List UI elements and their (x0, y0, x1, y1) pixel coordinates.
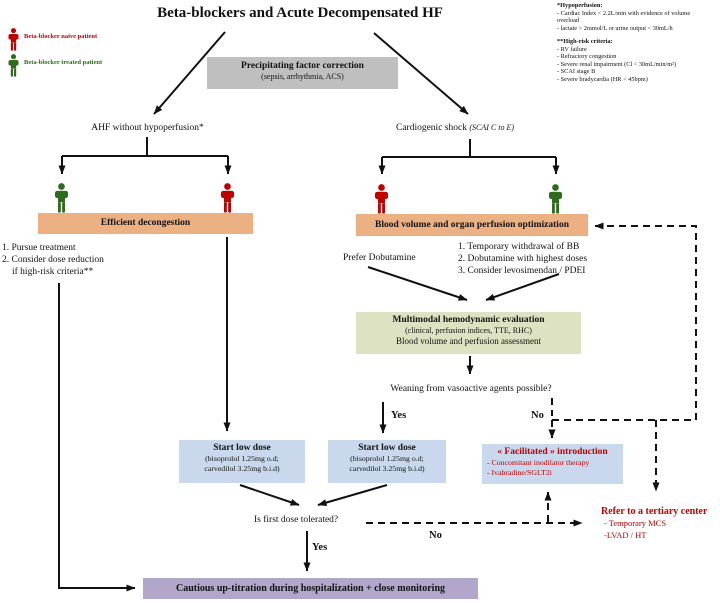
shock-label-text: Cardiogenic shock (395, 123, 467, 133)
efficient-decongestion-box: Efficient decongestion (38, 213, 253, 234)
tolerated-yes-label: Yes (312, 542, 328, 553)
facilitated-introduction-box: « Facilitated » introduction - Concomita… (482, 444, 623, 484)
refer-line: - Temporary MCS (604, 518, 667, 528)
precipitating-factor-box: Precipitating factor correction (sepsis,… (207, 57, 398, 89)
withdrawal-line: 2. Dobutamine with highest doses (458, 254, 588, 264)
legend-naive-patient-icon (8, 28, 19, 51)
facilitated-title: « Facilitated » introduction (497, 447, 608, 457)
facilitated-line: - Ivabradine/SGLT2i (487, 467, 552, 477)
arrow-title-to-shock (373, 32, 469, 115)
hypoperfusion-note-title: *Hypoperfusion: (557, 2, 603, 9)
dashed-connectors (366, 222, 697, 527)
start-low-dose-line: carvedilol 3.25mg b.i.d) (349, 463, 425, 473)
prefer-dobutamine-label: Prefer Dobutamine (343, 253, 416, 263)
naive-patient-icon-left (221, 183, 234, 213)
arrow-prefer-to-hemo (367, 266, 468, 301)
pursue-treatment-list: 1. Pursue treatment 2. Consider dose red… (2, 242, 104, 278)
ahf-branch-label: AHF without hypoperfusion* (91, 123, 204, 133)
high-risk-note-line: - RV failure (557, 45, 587, 53)
naive-patient-icon-right (375, 184, 388, 214)
bb-withdrawal-list: 1. Temporary withdrawal of BB 2. Dobutam… (458, 241, 587, 277)
high-risk-note-line: - Severe bradycardia (HR < 45bpm) (557, 75, 648, 83)
footnotes-block: *Hypoperfusion: - Cardiac Index < 2.2L/m… (557, 2, 712, 83)
withdrawal-line: 1. Temporary withdrawal of BB (458, 242, 580, 252)
hemodynamic-line3: Blood volume and perfusion assessment (396, 336, 541, 346)
weaning-yes-label: Yes (391, 410, 407, 421)
pursue-line: 1. Pursue treatment (2, 243, 76, 253)
pursue-line: if high-risk criteria** (12, 267, 94, 277)
shock-branch-label: Cardiogenic shock (SCAI C to E) (370, 123, 540, 133)
start-low-dose-box-right: Start low dose (bisoprolol 1.25mg o.d; c… (328, 440, 446, 483)
legend-treated-label: Beta-blocker treated patient (24, 59, 103, 66)
pursue-line: 2. Consider dose reduction (2, 255, 104, 265)
high-risk-note-line: - Severe renal impairment (Cl < 30mL/min… (557, 60, 677, 68)
tolerated-no-label: No (429, 530, 442, 541)
high-risk-note-line: - SCAI stage B (557, 68, 596, 75)
arrow-startlow2-to-tolerated (317, 484, 388, 506)
start-low-dose-line: carvedilol 3.25mg b.i.d) (204, 463, 280, 473)
treated-patient-icon-left (55, 183, 68, 213)
uptitration-box: Cautious up-titration during hospitaliza… (143, 578, 478, 599)
arrow-title-to-ahf (153, 31, 226, 115)
arrow-treated-to-uptitration (58, 283, 136, 592)
arrow-withdrawal-to-hemo (485, 273, 560, 301)
tolerated-question: Is first dose tolerated? (254, 515, 339, 525)
hemodynamic-evaluation-box: Multimodal hemodynamic evaluation (clini… (356, 312, 581, 354)
page-title: Beta-blockers and Acute Decompensated HF (157, 5, 443, 21)
hemodynamic-subtitle: (clinical, perfusion indices, TTE, RHC) (405, 326, 532, 335)
hypoperfusion-note-line: - lactate > 2mmol/L or urine output < 30… (557, 24, 673, 32)
start-low-dose-title: Start low dose (358, 443, 416, 453)
dashed-feedback-to-bloodvolume (552, 222, 697, 421)
withdrawal-line: 3. Consider levosimendan / PDEI (458, 266, 586, 276)
start-low-dose-box-left: Start low dose (bisoprolol 1.25mg o.d; c… (179, 440, 305, 483)
legend-treated-patient-icon (8, 54, 19, 77)
facilitated-line: - Concomitant inodilator therapy (487, 458, 590, 467)
treated-patient-icon-right (549, 184, 562, 214)
refer-line: -LVAD / HT (604, 529, 647, 540)
hypoperfusion-note-line: - Cardiac Index < 2.2L/min with evidence… (557, 9, 691, 25)
refer-tertiary-block: Refer to a tertiary center - Temporary M… (601, 505, 707, 541)
solid-connectors (58, 31, 560, 592)
precipitating-factor-title: Precipitating factor correction (241, 61, 364, 71)
start-low-dose-title: Start low dose (213, 443, 271, 453)
start-low-dose-line: (bisoprolol 1.25mg o.d; (350, 454, 424, 463)
start-low-dose-line: (bisoprolol 1.25mg o.d; (205, 454, 279, 463)
precipitating-factor-subtitle: (sepsis, arrhythmia, ACS) (261, 72, 344, 81)
shock-scai-stage: (SCAI C to E) (469, 123, 514, 132)
high-risk-note-title: **High-risk criteria: (557, 38, 613, 45)
high-risk-note-line: - Refractory congestion (557, 53, 617, 60)
weaning-no-label: No (531, 410, 544, 421)
legend-naive-label: Beta-blocker naive patient (24, 33, 98, 40)
arrow-startlow1-to-tolerated (239, 484, 300, 506)
blood-volume-box: Blood volume and organ perfusion optimiz… (356, 214, 588, 236)
hemodynamic-title: Multimodal hemodynamic evaluation (392, 315, 545, 325)
weaning-question: Weaning from vasoactive agents possible? (390, 384, 552, 394)
refer-title: Refer to a tertiary center (601, 506, 708, 517)
